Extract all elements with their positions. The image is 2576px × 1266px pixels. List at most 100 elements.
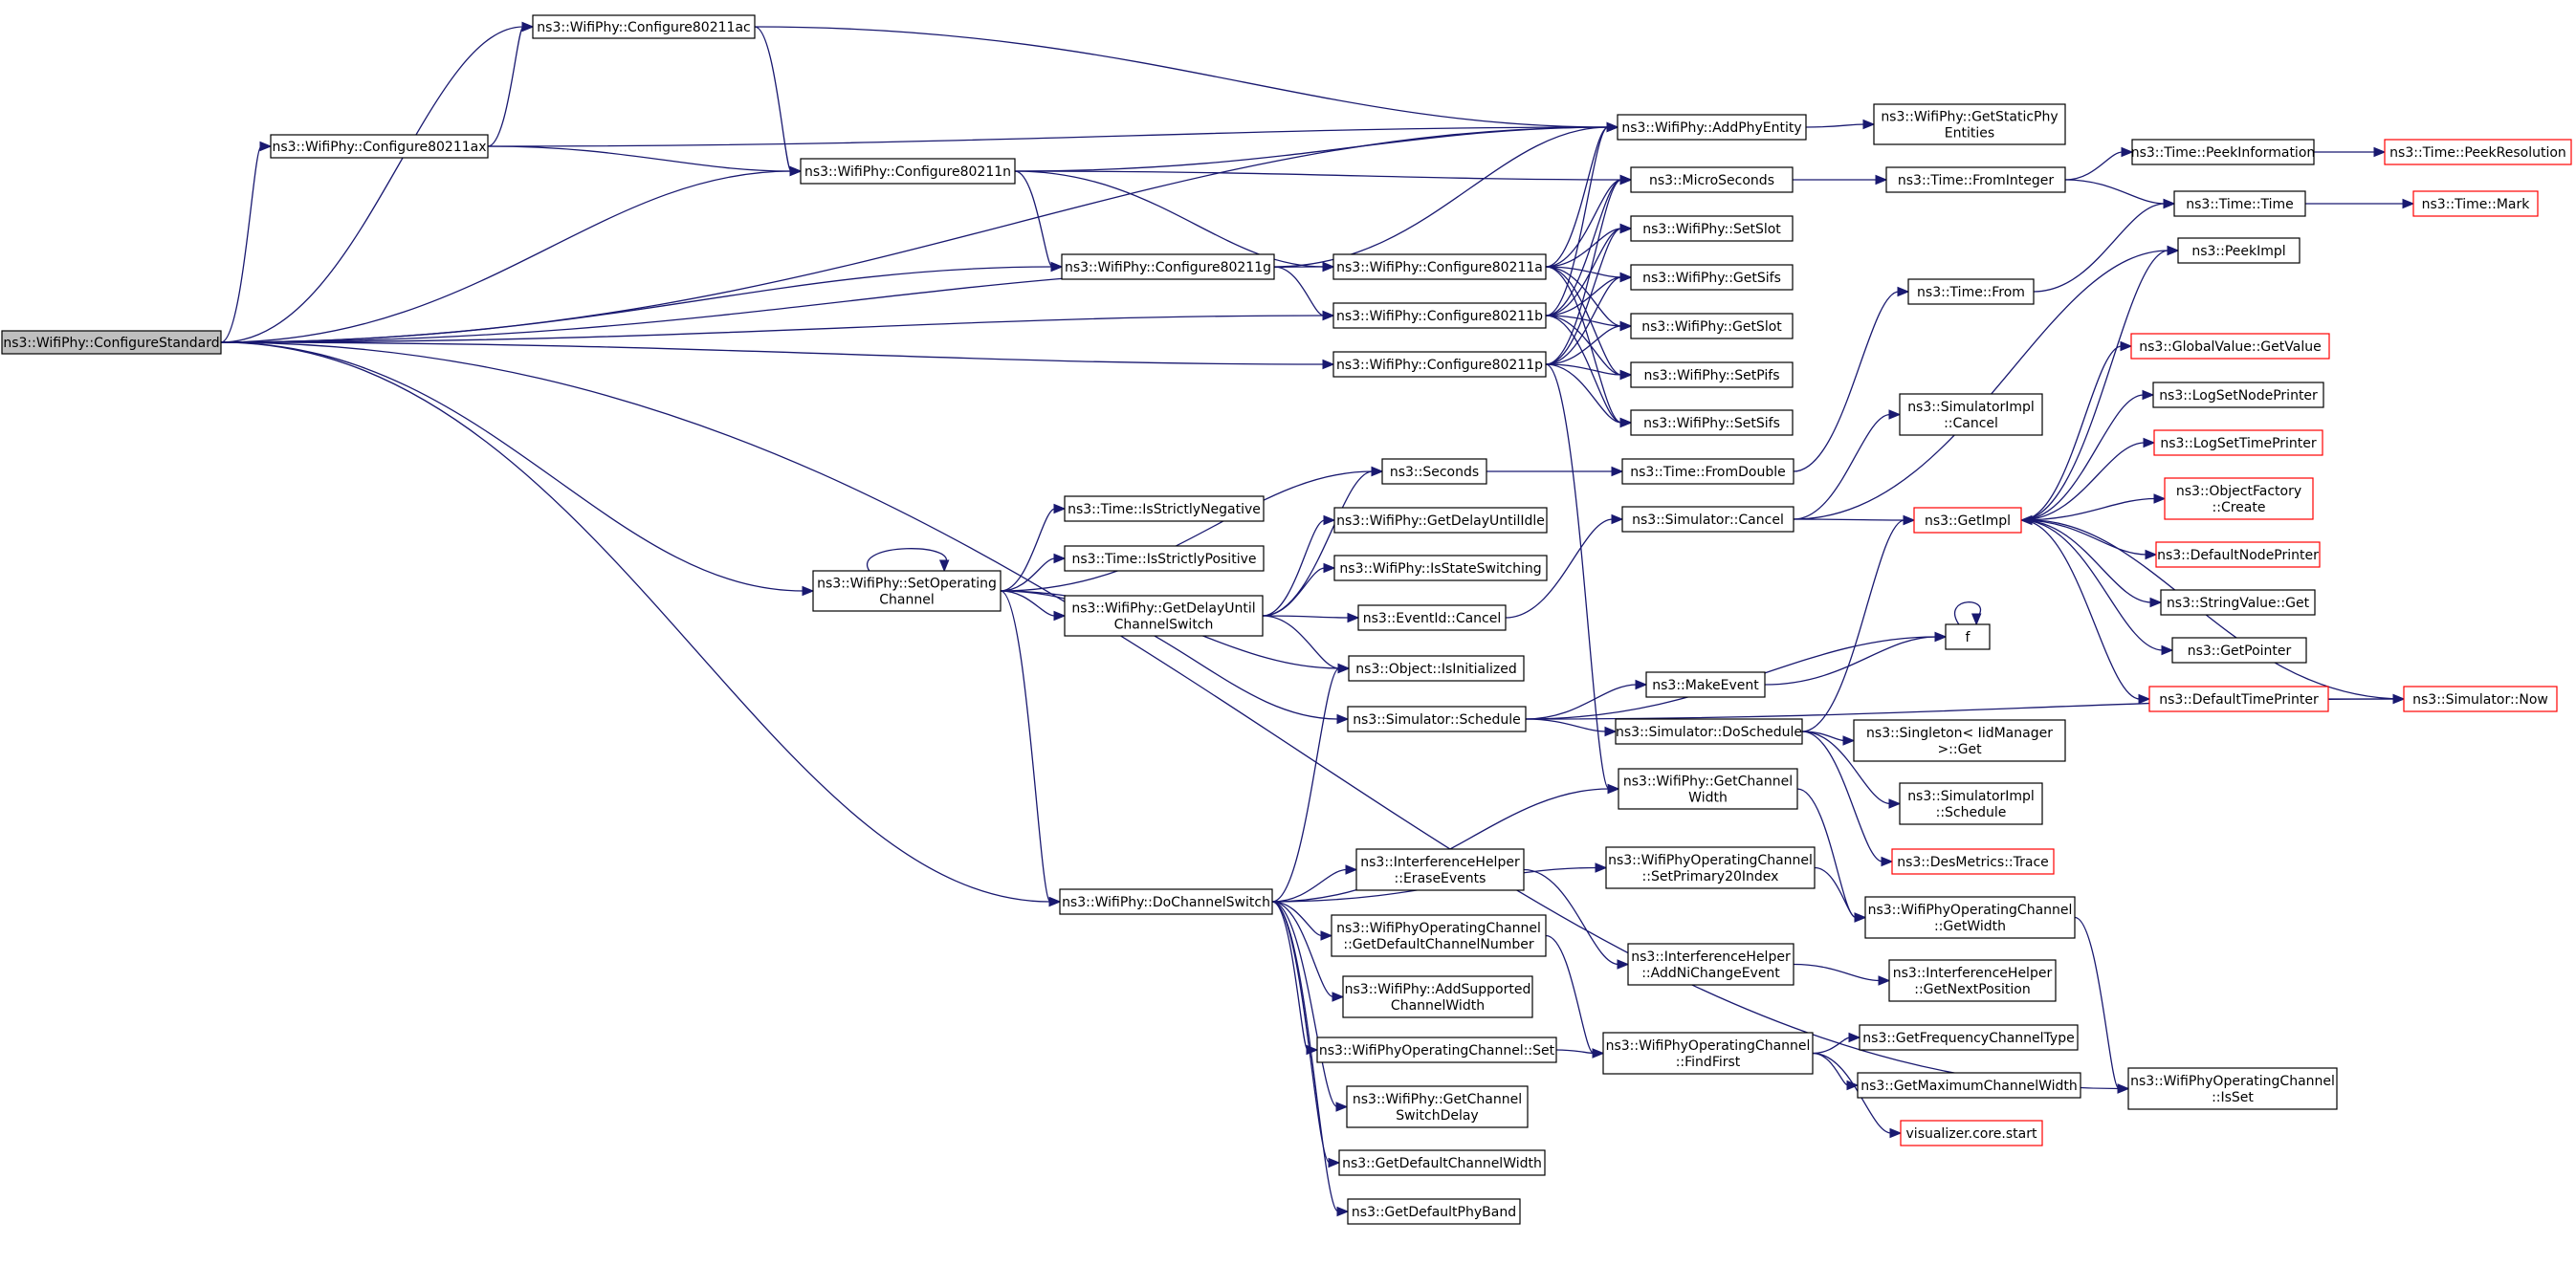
node-box[interactable] — [1064, 595, 1264, 637]
graph-node-c11a[interactable]: ns3::WifiPhy::Configure80211a — [1332, 253, 1547, 280]
node-box[interactable] — [2384, 139, 2572, 165]
node-box[interactable] — [1332, 253, 1547, 280]
node-box[interactable] — [2127, 1067, 2338, 1110]
node-box[interactable] — [1630, 313, 1794, 339]
graph-node-getmaxwidth[interactable]: ns3::GetMaximumChannelWidth — [1857, 1072, 2081, 1099]
graph-node-simnow[interactable]: ns3::Simulator::Now — [2403, 686, 2558, 712]
graph-node-timefrom[interactable]: ns3::Time::From — [1907, 278, 2035, 305]
node-box[interactable] — [1885, 166, 2066, 193]
graph-node-getdefchan[interactable]: ns3::WifiPhyOperatingChannel::GetDefault… — [1331, 914, 1547, 957]
node-box[interactable] — [1617, 114, 1807, 141]
graph-node-c11ax[interactable]: ns3::WifiPhy::Configure80211ax — [270, 134, 489, 159]
graph-node-visstart[interactable]: visualizer.core.start — [1900, 1120, 2043, 1146]
node-box[interactable] — [1615, 718, 1803, 745]
graph-node-logsetnode[interactable]: ns3::LogSetNodePrinter — [2152, 382, 2324, 408]
graph-node-peekimpl[interactable]: ns3::PeekImpl — [2177, 237, 2301, 264]
graph-node-getdefband[interactable]: ns3::GetDefaultPhyBand — [1347, 1198, 1521, 1225]
graph-node-c11b[interactable]: ns3::WifiPhy::Configure80211b — [1332, 302, 1547, 329]
graph-node-desmetrics[interactable]: ns3::DesMetrics::Trace — [1891, 848, 2055, 875]
node-box[interactable] — [1645, 671, 1766, 698]
graph-node-getimpl[interactable]: ns3::GetImpl — [1913, 507, 2022, 534]
node-box[interactable] — [1864, 896, 2076, 939]
node-box[interactable] — [1853, 719, 2066, 762]
node-box[interactable] — [1061, 253, 1275, 280]
node-box[interactable] — [1357, 604, 1507, 631]
node-box[interactable] — [532, 14, 756, 39]
graph-node-c11ac[interactable]: ns3::WifiPhy::Configure80211ac — [532, 14, 756, 39]
node-box[interactable] — [1316, 1037, 1557, 1063]
node-box[interactable] — [1333, 507, 1548, 534]
graph-node-makeevent[interactable]: ns3::MakeEvent — [1645, 671, 1766, 698]
graph-node-getdelayidle[interactable]: ns3::WifiPhy::GetDelayUntilIdle — [1333, 507, 1548, 534]
graph-node-stringget[interactable]: ns3::StringValue::Get — [2160, 589, 2316, 616]
graph-node-fromint[interactable]: ns3::Time::FromInteger — [1885, 166, 2066, 193]
node-box[interactable] — [2171, 637, 2307, 664]
node-box[interactable] — [800, 158, 1016, 185]
graph-node-addphy[interactable]: ns3::WifiPhy::AddPhyEntity — [1617, 114, 1807, 141]
node-box[interactable] — [1945, 623, 1991, 650]
graph-node-findfirst[interactable]: ns3::WifiPhyOperatingChannel::FindFirst — [1602, 1032, 1814, 1075]
graph-node-timetime[interactable]: ns3::Time::Time — [2173, 190, 2306, 217]
node-box[interactable] — [2412, 190, 2539, 217]
graph-node-peekres[interactable]: ns3::Time::PeekResolution — [2384, 139, 2572, 165]
node-box[interactable] — [1, 330, 222, 355]
graph-node-objfactory[interactable]: ns3::ObjectFactory::Create — [2164, 477, 2314, 520]
graph-node-root[interactable]: ns3::WifiPhy::ConfigureStandard — [1, 330, 222, 355]
node-box[interactable] — [1381, 458, 1487, 485]
node-box[interactable] — [812, 570, 1002, 612]
node-box[interactable] — [1331, 914, 1547, 957]
graph-node-setsifs[interactable]: ns3::WifiPhy::SetSifs — [1630, 409, 1794, 436]
node-box[interactable] — [2130, 333, 2330, 360]
node-box[interactable] — [1630, 166, 1794, 193]
graph-node-isinit[interactable]: ns3::Object::IsInitialized — [1348, 655, 1525, 682]
node-box[interactable] — [1332, 302, 1547, 329]
graph-node-strictpos[interactable]: ns3::Time::IsStrictlyPositive — [1064, 545, 1265, 572]
node-box[interactable] — [2164, 477, 2314, 520]
graph-node-c11p[interactable]: ns3::WifiPhy::Configure80211p — [1332, 351, 1547, 378]
node-box[interactable] — [2148, 686, 2329, 712]
graph-node-getpointer[interactable]: ns3::GetPointer — [2171, 637, 2307, 664]
node-box[interactable] — [2173, 190, 2306, 217]
graph-node-opgetwidth[interactable]: ns3::WifiPhyOperatingChannel::GetWidth — [1864, 896, 2076, 939]
node-box[interactable] — [2155, 541, 2321, 568]
node-box[interactable] — [1347, 706, 1527, 732]
node-box[interactable] — [1857, 1072, 2081, 1099]
node-box[interactable] — [1355, 848, 1525, 891]
graph-node-simcancel[interactable]: ns3::Simulator::Cancel — [1621, 506, 1794, 533]
node-box[interactable] — [1602, 1032, 1814, 1075]
graph-node-defnode[interactable]: ns3::DefaultNodePrinter — [2155, 541, 2321, 568]
graph-node-gvget[interactable]: ns3::GlobalValue::GetValue — [2130, 333, 2330, 360]
node-box[interactable] — [1338, 1149, 1546, 1176]
graph-node-dochanswitch[interactable]: ns3::WifiPhy::DoChannelSwitch — [1059, 888, 1273, 915]
graph-node-opisset[interactable]: ns3::WifiPhyOperatingChannel::IsSet — [2127, 1067, 2338, 1110]
graph-node-timemark[interactable]: ns3::Time::Mark — [2412, 190, 2539, 217]
node-box[interactable] — [1627, 943, 1794, 986]
node-box[interactable] — [1630, 215, 1794, 242]
graph-node-peekinfo[interactable]: ns3::Time::PeekInformation — [2131, 139, 2316, 165]
node-box[interactable] — [1621, 506, 1794, 533]
node-box[interactable] — [1618, 768, 1798, 810]
node-box[interactable] — [1899, 782, 2043, 825]
node-box[interactable] — [1630, 264, 1794, 291]
node-box[interactable] — [1888, 959, 2057, 1002]
node-box[interactable] — [1064, 495, 1265, 522]
node-box[interactable] — [1348, 655, 1525, 682]
node-box[interactable] — [2403, 686, 2558, 712]
node-box[interactable] — [1900, 1120, 2043, 1146]
node-box[interactable] — [1346, 1085, 1529, 1128]
node-box[interactable] — [2160, 589, 2316, 616]
node-box[interactable] — [1064, 545, 1265, 572]
graph-node-doschedule[interactable]: ns3::Simulator::DoSchedule — [1615, 718, 1803, 745]
graph-node-simimplsched[interactable]: ns3::SimulatorImpl::Schedule — [1899, 782, 2043, 825]
graph-node-seconds[interactable]: ns3::Seconds — [1381, 458, 1487, 485]
graph-node-getdefwidth[interactable]: ns3::GetDefaultChannelWidth — [1338, 1149, 1546, 1176]
node-box[interactable] — [1333, 555, 1548, 581]
node-box[interactable] — [2153, 429, 2323, 456]
graph-node-deftime[interactable]: ns3::DefaultTimePrinter — [2148, 686, 2329, 712]
